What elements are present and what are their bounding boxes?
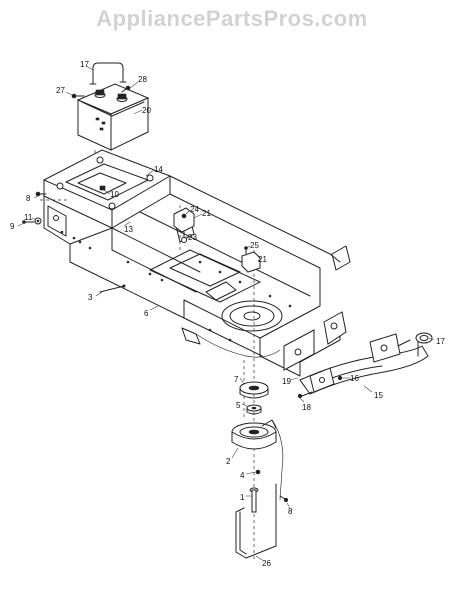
assembly-guide-lines (40, 150, 255, 560)
frame-bolts-left (22, 191, 47, 225)
callout-24: 24 (190, 205, 199, 214)
pto-clutch (231, 419, 284, 501)
callout-25: 25 (250, 241, 259, 250)
clutch-bolt-washer (255, 469, 261, 475)
callout-15: 15 (374, 391, 383, 400)
callout-20: 20 (142, 106, 151, 115)
callout-16: 16 (350, 374, 359, 383)
callout-3: 3 (88, 293, 93, 302)
callout-23: 23 (188, 233, 197, 242)
callout-8-left: 8 (26, 194, 31, 203)
engine-pulley (239, 381, 269, 399)
callout-1: 1 (240, 493, 245, 502)
callout-9: 9 (10, 222, 15, 231)
callout-13: 13 (124, 225, 133, 234)
callout-21-lower: 21 (258, 255, 267, 264)
watermark-logo: AppliancePartsPros.com (96, 6, 368, 31)
callout-11: 11 (24, 213, 33, 222)
battery-tray (42, 149, 172, 229)
clutch-anti-rotation-bracket (235, 483, 289, 559)
ignition-relay (241, 246, 261, 273)
callout-26: 26 (262, 559, 271, 568)
callout-27: 27 (56, 86, 65, 95)
starter-solenoid (173, 207, 195, 243)
callout-18: 18 (302, 403, 311, 412)
callout-numbers: 17 28 27 20 14 10 8 11 9 13 24 21 23 25 … (10, 60, 445, 568)
callout-21-upper: 21 (202, 209, 211, 218)
callout-2: 2 (226, 457, 231, 466)
axle-pivot-bracket (297, 333, 411, 399)
callout-14: 14 (154, 165, 163, 174)
callout-10: 10 (110, 190, 119, 199)
battery-hold-down-rod (89, 62, 127, 85)
callout-28: 28 (138, 75, 147, 84)
spacer-washer (246, 404, 262, 415)
main-frame (43, 175, 351, 377)
callout-4: 4 (240, 471, 245, 480)
callout-8-lower: 8 (288, 507, 293, 516)
callout-17-top: 17 (80, 60, 89, 69)
callout-6: 6 (144, 309, 149, 318)
battery (76, 83, 150, 151)
callout-7: 7 (234, 375, 239, 384)
battery-terminal-bolts (71, 85, 131, 99)
callout-19: 19 (282, 377, 291, 386)
callout-leader-lines (17, 65, 435, 561)
callout-5: 5 (236, 401, 241, 410)
tie-rod (99, 284, 126, 293)
crankshaft-bolt (249, 487, 259, 513)
callout-17-right: 17 (436, 337, 445, 346)
